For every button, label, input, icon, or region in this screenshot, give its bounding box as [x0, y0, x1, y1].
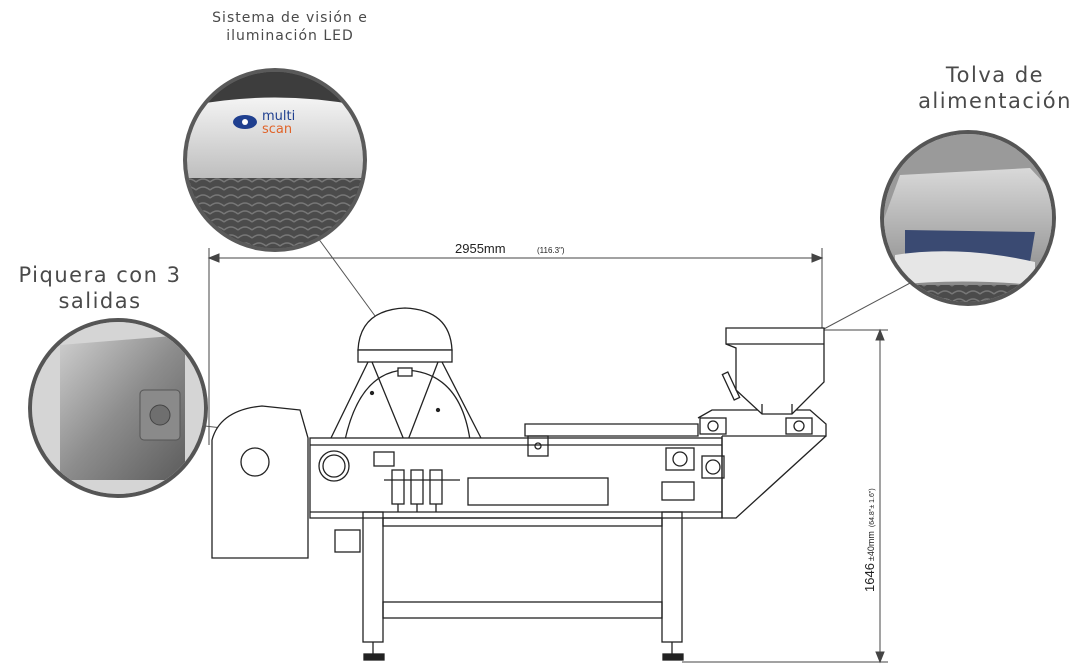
machine-drawing [211, 307, 827, 661]
vision-system-photo: multi scan [183, 68, 367, 252]
brand-line2: scan [262, 122, 292, 137]
vision-dome [357, 307, 453, 351]
height-tolerance: ±40mm [866, 531, 876, 561]
outlet-housing [211, 405, 309, 559]
brand-line1: multi [262, 109, 295, 124]
width-inches: (116.3") [537, 246, 565, 255]
height-value: 1646 [862, 563, 877, 592]
height-dimension [682, 328, 888, 664]
outlet-label-line2: salidas [58, 289, 142, 314]
hopper [725, 327, 825, 415]
hopper-photo [880, 130, 1056, 306]
outlet-label-line1: Piquera con 3 [18, 263, 182, 287]
vision-system-label: Sistema de visión e iluminación LED [180, 10, 400, 45]
height-inches: (64.8"± 1.6") [869, 488, 876, 527]
hopper-leader [821, 281, 913, 331]
outlet-photo [28, 318, 208, 498]
pneumatic-filters [384, 469, 460, 512]
outlet-label: Piquera con 3 salidas [0, 262, 200, 315]
width-value: 2955mm [455, 241, 506, 256]
width-dimension [207, 248, 824, 445]
vision-label-line1: Sistema de visión e [212, 10, 368, 26]
hopper-label-line1: Tolva de [945, 63, 1045, 87]
hopper-label: Tolva de alimentación [905, 62, 1077, 115]
hopper-label-line2: alimentación [918, 89, 1072, 114]
vision-leader [317, 237, 379, 321]
support-legs [362, 511, 684, 661]
vision-label-line2: iluminación LED [226, 27, 354, 44]
height-dimension-text: 1646 ±40mm (64.8"± 1.6") [862, 488, 877, 592]
